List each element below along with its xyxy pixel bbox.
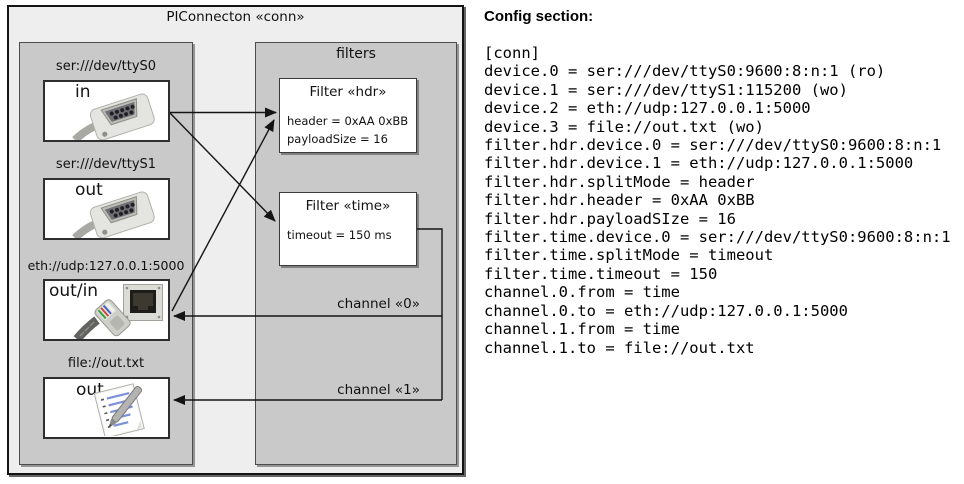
config-line: channel.1.from = time xyxy=(484,320,680,339)
config-panel: Config section: [conn] device.0 = ser://… xyxy=(484,8,962,357)
device-box-file: out xyxy=(43,377,170,439)
device-label-eth: eth://udp:127.0.0.1:5000 xyxy=(27,258,185,273)
filter-time-title: Filter «time» xyxy=(305,198,391,214)
channel-1-label: channel «1» xyxy=(337,382,420,398)
pen-icon xyxy=(108,385,143,428)
config-heading: Config section: xyxy=(484,8,594,25)
config-line: [conn] xyxy=(484,44,540,62)
config-line: filter.time.device.0 = ser:///dev/ttyS0:… xyxy=(484,228,951,247)
device-label-file: file://out.txt xyxy=(67,356,145,371)
config-line: filter.hdr.header = 0xAA 0xBB xyxy=(484,191,755,210)
config-line: filter.time.timeout = 150 xyxy=(484,264,718,283)
config-line: device.2 = eth://udp:127.0.0.1:5000 xyxy=(484,99,811,118)
channel-0-label: channel «0» xyxy=(337,296,420,312)
config-line: filter.time.splitMode = timeout xyxy=(484,246,774,265)
port-direction-label: in xyxy=(75,82,91,102)
config-line: filter.hdr.payloadSIze = 16 xyxy=(484,209,736,228)
config-line: device.3 = file://out.txt (wo) xyxy=(484,117,764,136)
device-box-ttys1: out xyxy=(43,178,170,240)
device-box-ttys0: in xyxy=(43,80,170,142)
config-line: filter.hdr.splitMode = header xyxy=(484,172,755,191)
config-line: channel.0.from = time xyxy=(484,283,680,302)
config-line: device.0 = ser:///dev/ttyS0:9600:8:n:1 (… xyxy=(484,62,886,81)
device-box-eth: out/in xyxy=(43,279,170,341)
filter-time-box: Filter «time» timeout = 150 ms xyxy=(279,192,417,266)
filter-hdr-box: Filter «hdr» header = 0xAA 0xBB payloadS… xyxy=(279,78,417,153)
port-direction-label: out/in xyxy=(49,281,99,301)
filter-hdr-attr-header: header = 0xAA 0xBB xyxy=(287,114,409,128)
config-line: channel.0.to = eth://udp:127.0.0.1:5000 xyxy=(484,301,848,320)
filters-compartment-title: filters xyxy=(336,46,376,62)
port-direction-label: out xyxy=(76,380,104,400)
diagram-title: PIConnecton «conn» xyxy=(166,9,305,25)
config-line: filter.hdr.device.0 = ser:///dev/ttyS0:9… xyxy=(484,136,942,155)
device-label-ttys0: ser:///dev/ttyS0 xyxy=(55,59,157,74)
filter-hdr-title: Filter «hdr» xyxy=(309,84,387,100)
config-line: device.1 = ser:///dev/ttyS1:115200 (wo) xyxy=(484,80,848,99)
config-lines: [conn] device.0 = ser:///dev/ttyS0:9600:… xyxy=(484,44,964,357)
port-direction-label: out xyxy=(75,180,103,200)
filter-time-attr-timeout: timeout = 150 ms xyxy=(287,228,392,242)
filter-hdr-attr-payloadsize: payloadSize = 16 xyxy=(287,131,388,146)
device-label-ttys1: ser:///dev/ttyS1 xyxy=(55,157,157,172)
config-line: filter.hdr.device.1 = eth://udp:127.0.0.… xyxy=(484,154,914,173)
config-line: channel.1.to = file://out.txt xyxy=(484,338,755,357)
ethernet-port-icon xyxy=(123,284,163,321)
